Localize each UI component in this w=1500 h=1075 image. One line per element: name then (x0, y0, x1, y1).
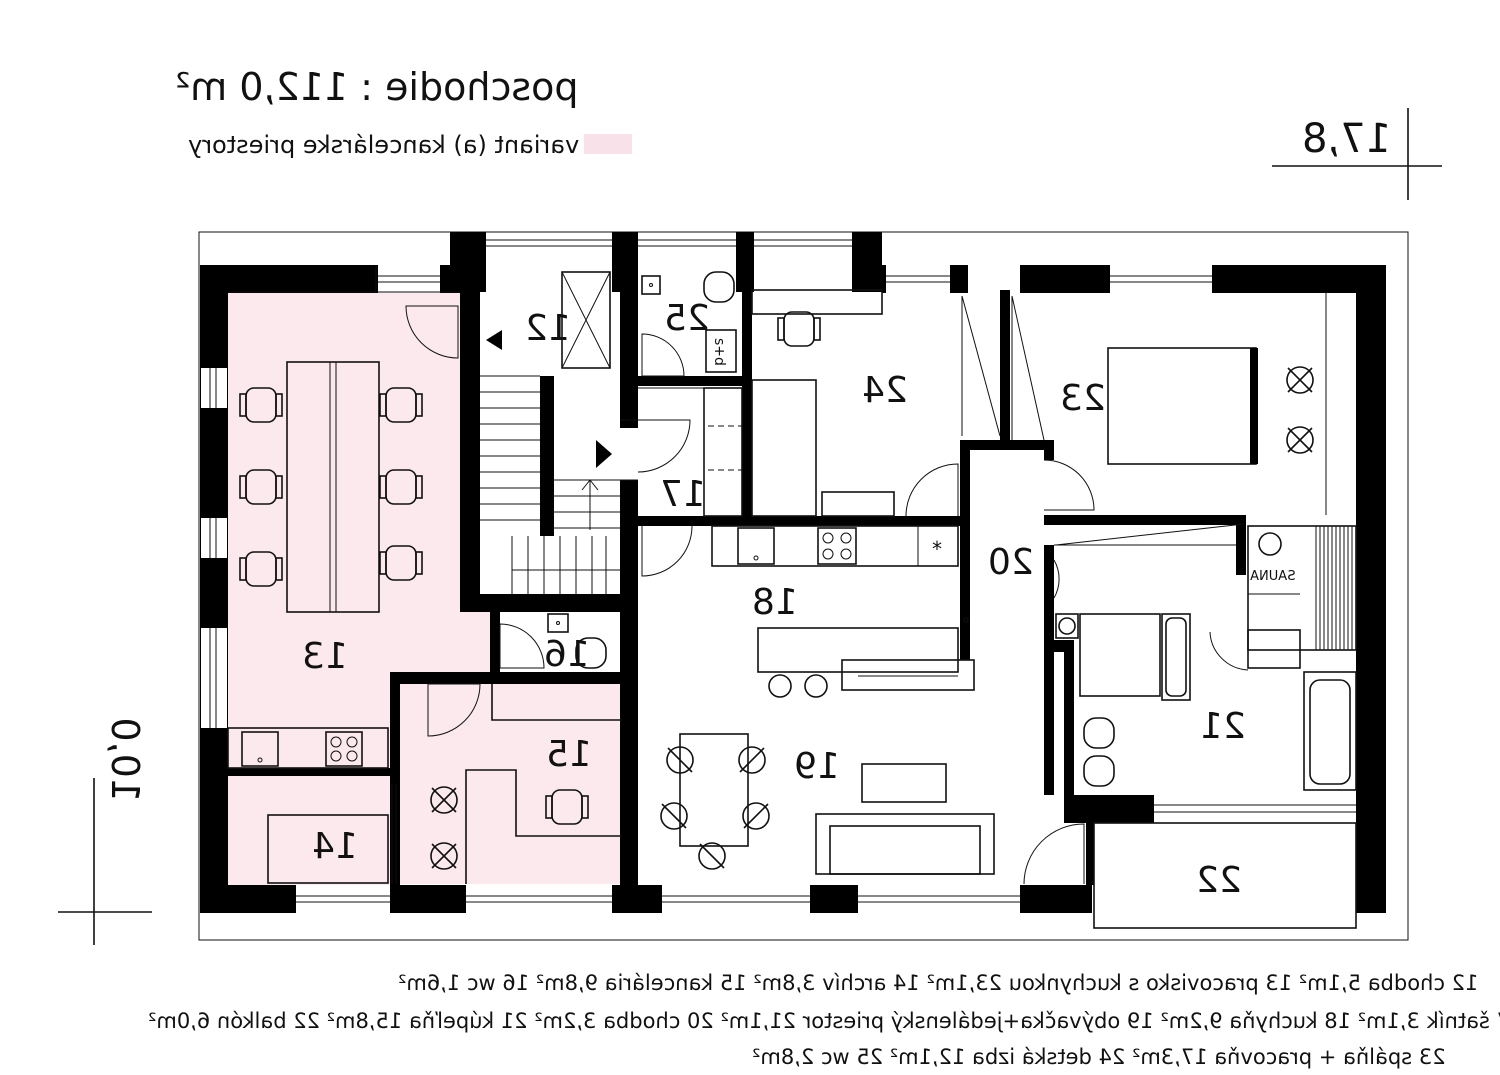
room-no-24: 24 (862, 370, 908, 411)
room-no-17: 17 (660, 474, 706, 515)
door-room-15[interactable] (427, 683, 481, 737)
room-no-13: 13 (302, 636, 348, 677)
coffee-table (861, 763, 947, 803)
room-list-line-3: 23 spálňa + pracovňa 17,3m² 24 detská iz… (752, 1045, 1446, 1069)
wc-25: s+d (641, 271, 737, 377)
office-desk (465, 684, 622, 884)
office-area-13-ext (460, 610, 490, 672)
room-numbers: 12 13 14 15 16 17 18 19 20 21 22 23 24 2… (302, 298, 1246, 901)
door-kitchen[interactable] (641, 525, 693, 577)
kitchenette (227, 727, 389, 769)
dining-set (660, 733, 770, 870)
windows (201, 233, 1356, 912)
office15-chairs (430, 786, 589, 870)
room-no-15: 15 (546, 734, 592, 775)
room-no-25: 25 (664, 298, 710, 339)
bedroom-furniture (1011, 292, 1327, 515)
archive-shelf (267, 814, 389, 884)
room-list-line-1: 12 chodba 5,1m² 13 pracovisko s kuchynko… (398, 971, 1478, 995)
room-no-22: 22 (1196, 860, 1242, 901)
door-room-13[interactable] (405, 305, 459, 359)
arrow-right-icon (596, 440, 612, 468)
balcony-outline (1093, 822, 1357, 929)
room-no-23: 23 (1060, 378, 1106, 419)
door-room-20[interactable] (1053, 559, 1060, 599)
room-no-20: 20 (988, 542, 1034, 583)
room-no-21: 21 (1200, 706, 1246, 747)
arrow-left-icon (486, 330, 502, 350)
fridge-mark: * (932, 537, 942, 561)
room-no-12: 12 (525, 308, 571, 349)
meeting-table (286, 361, 380, 613)
sauna-label: SAUNA (1250, 569, 1296, 584)
room-list-line-2: 17 šatník 3,1m² 18 kuchyňa 9,2m² 19 obýv… (148, 1009, 1500, 1033)
level-mark-bottom: 10,0 (58, 717, 152, 945)
building-outline (198, 231, 1409, 941)
room-no-16: 16 (544, 634, 590, 675)
floor-area-title: poschodie : 112,0 m² (175, 65, 579, 109)
room-no-18: 18 (752, 582, 798, 623)
wardrobe-17 (620, 387, 743, 517)
sofa (815, 813, 995, 875)
bathroom-fixtures: SAUNA (1054, 523, 1357, 791)
level-mark-top: 17,8 (1272, 108, 1442, 200)
wc-16 (499, 613, 607, 669)
room-no-19: 19 (794, 746, 840, 787)
level-top-label: 17,8 (1302, 116, 1391, 162)
door-balcony[interactable] (1023, 823, 1085, 885)
staircase (480, 271, 620, 594)
level-bottom-label: 10,0 (103, 717, 147, 802)
room-list: 12 chodba 5,1m² 13 pracovisko s kuchynko… (148, 971, 1500, 1069)
office-area-14 (228, 775, 390, 885)
room-no-14: 14 (312, 826, 358, 867)
variant-legend-swatch (584, 134, 632, 154)
kitchen-counter: * (711, 525, 975, 698)
variant-legend-text: variant (a) kancelárske priestory (188, 131, 579, 159)
washing-machine-label: s+d (711, 338, 727, 366)
office-chairs (239, 387, 423, 587)
kids-room-furniture (751, 289, 1001, 517)
